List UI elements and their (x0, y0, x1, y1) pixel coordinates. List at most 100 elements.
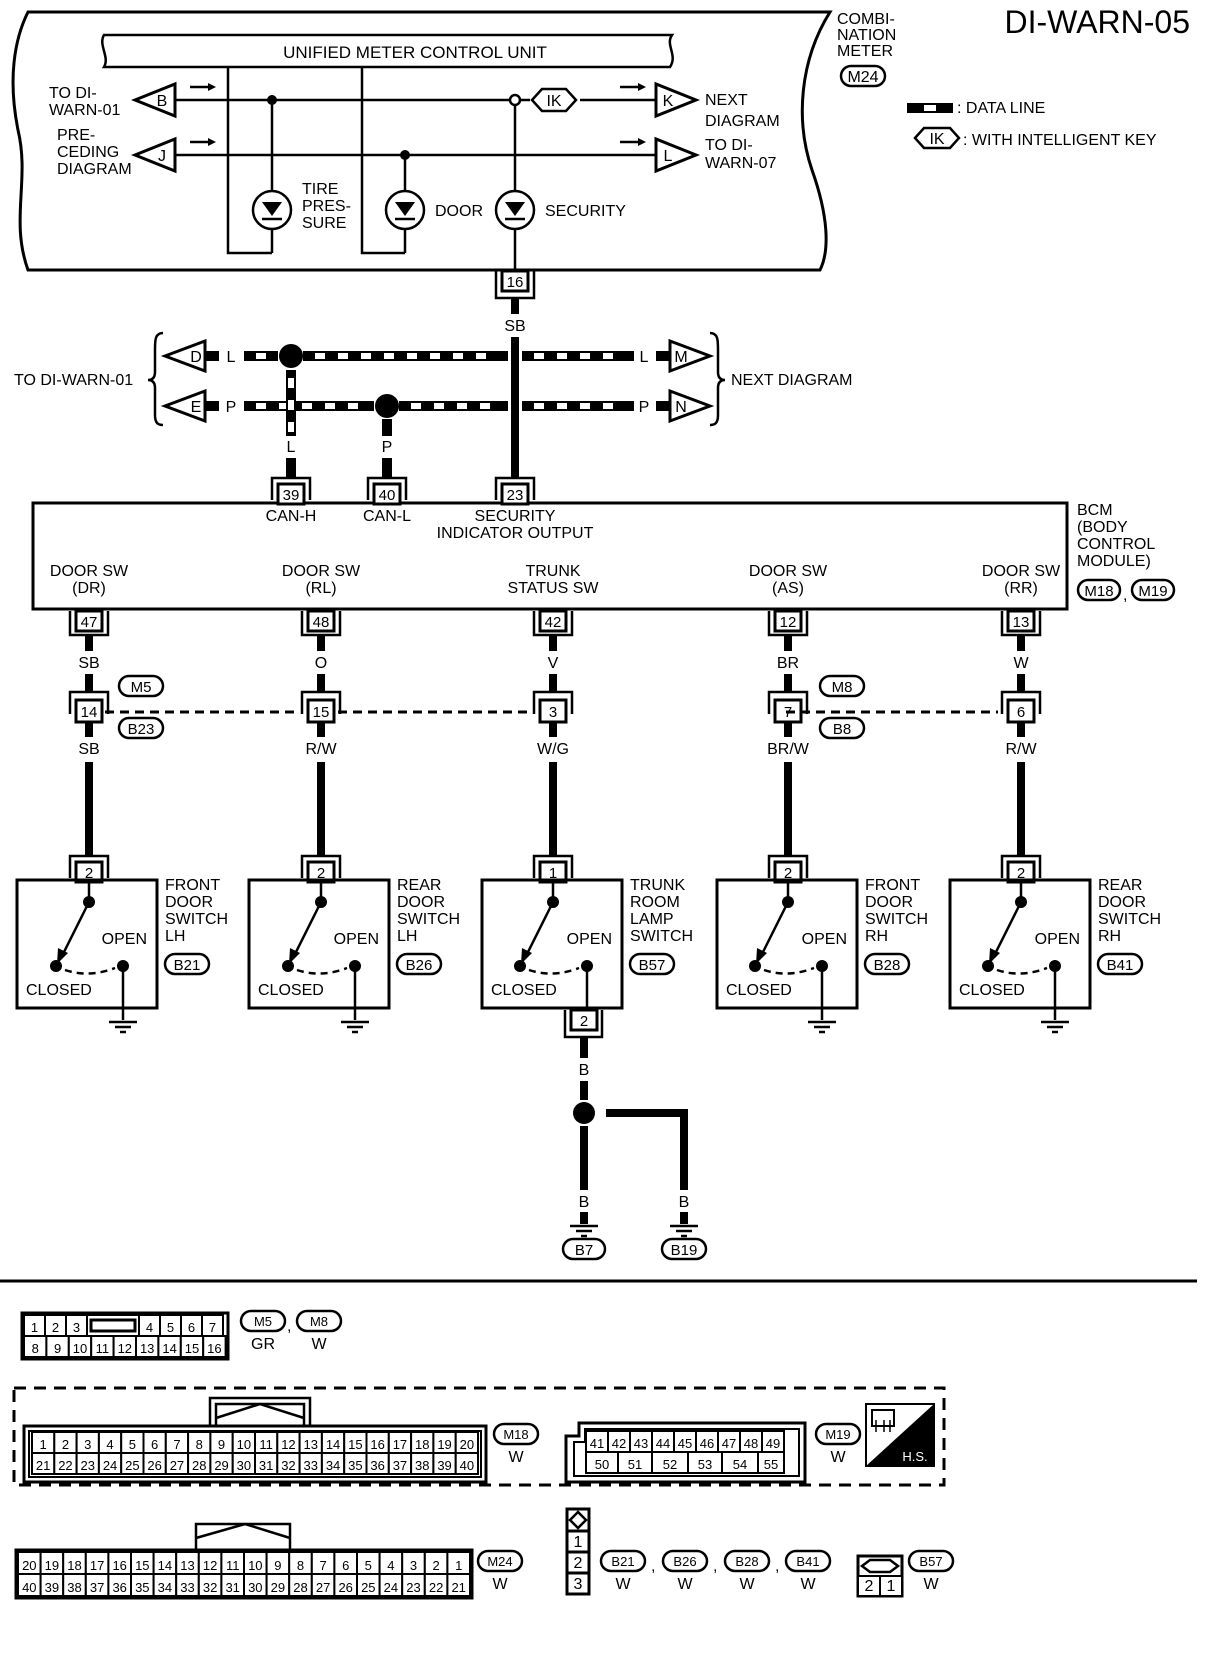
svg-text:K: K (663, 93, 674, 110)
page-title: DI-WARN-05 (1005, 4, 1190, 40)
trunk-ground-pin: 2 (580, 1013, 588, 1030)
svg-text:1: 1 (40, 1437, 47, 1452)
svg-text:B57: B57 (639, 957, 666, 974)
connector-pin-cell: 38 (62, 1573, 87, 1597)
svg-text:28: 28 (293, 1580, 307, 1595)
link-tag-d[interactable]: D (160, 338, 207, 374)
combination-meter: COMBI- NATION METER M24 UNIFIED METER CO… (11, 10, 896, 272)
svg-text:B28: B28 (874, 957, 901, 974)
svg-text:6: 6 (151, 1437, 158, 1452)
svg-text:23: 23 (507, 487, 524, 504)
svg-text:2: 2 (784, 865, 792, 882)
ground-icon (1041, 1020, 1069, 1034)
connector-pin-cell: 45 (673, 1430, 697, 1453)
wire-color: SB (78, 655, 99, 672)
connector-pin-cell: 38 (410, 1452, 435, 1475)
svg-text:10: 10 (73, 1341, 87, 1356)
bcm-pin-label: DOOR SW (282, 563, 361, 580)
connector-pin-cell: 1 (446, 1551, 471, 1575)
connector-pin-cell: 11 (90, 1335, 115, 1358)
svg-text:7: 7 (209, 1320, 216, 1335)
link-tag-b[interactable]: B (130, 81, 177, 119)
svg-text:M19: M19 (1138, 583, 1167, 600)
connector-color: W (830, 1449, 846, 1466)
svg-text:24: 24 (384, 1580, 398, 1595)
svg-text:49: 49 (766, 1436, 780, 1451)
switch-name: RH (865, 928, 888, 945)
legend: : DATA LINE IK : WITH INTELLIGENT KEY (907, 100, 1157, 150)
can-right-label: NEXT DIAGRAM (731, 372, 853, 389)
svg-text:48: 48 (744, 1436, 758, 1451)
bcm-pin-12: 12 (767, 609, 809, 637)
connector-pin-cell: 1 (31, 1431, 56, 1454)
connector-badge-b8: B8 (833, 721, 851, 738)
svg-text:B28: B28 (735, 1554, 758, 1569)
svg-text:15: 15 (348, 1437, 362, 1452)
switch-name: DOOR (865, 894, 913, 911)
link-l-text-2: WARN-07 (705, 155, 777, 172)
link-tag-l[interactable]: L (654, 136, 701, 174)
connector-pin-cell: 34 (320, 1452, 346, 1475)
svg-text:20: 20 (22, 1558, 36, 1573)
svg-text:37: 37 (90, 1580, 104, 1595)
svg-text:4: 4 (106, 1437, 113, 1452)
can-left-label: TO DI-WARN-01 (14, 372, 133, 389)
connector-pin-cell: 36 (107, 1573, 133, 1597)
svg-text:40: 40 (379, 487, 396, 504)
connector-pin-cell: 27 (164, 1452, 190, 1475)
wire-color-l-right: L (640, 349, 649, 366)
switch-pin: 2 (1000, 854, 1042, 884)
svg-text:B21: B21 (174, 957, 201, 974)
svg-text:2: 2 (1017, 865, 1025, 882)
wire-color-b-ground-1: B (579, 1194, 590, 1211)
link-tag-j[interactable]: J (130, 136, 177, 174)
svg-text:,: , (713, 1558, 717, 1575)
ground-badge-b7: B7 (575, 1242, 593, 1259)
bcm-pin-13: 13 (1000, 609, 1042, 637)
can-l-data-line (399, 401, 508, 411)
svg-text:14: 14 (326, 1437, 340, 1452)
link-tag-k[interactable]: K (654, 81, 701, 119)
svg-text:48: 48 (313, 614, 330, 631)
svg-text:B41: B41 (1107, 957, 1134, 974)
connector-pin-cell: 24 (378, 1573, 404, 1597)
connector-pin-cell: 3 (75, 1431, 100, 1454)
link-tag-n[interactable]: N (668, 388, 715, 424)
svg-text:M18: M18 (503, 1427, 528, 1442)
connector-pin-cell: 3 (65, 1314, 88, 1337)
inline-connector-pin-14: 14 (68, 690, 110, 724)
svg-text:2: 2 (62, 1437, 69, 1452)
switch-name: RH (1098, 928, 1121, 945)
connector-color: W (615, 1576, 631, 1593)
svg-text:37: 37 (393, 1458, 407, 1473)
switch-open-label: OPEN (567, 931, 612, 948)
link-tag-e[interactable]: E (160, 388, 207, 424)
svg-text:12: 12 (281, 1437, 295, 1452)
connector-pin-cell: 23 (75, 1452, 100, 1475)
can-h-data-line (522, 351, 634, 361)
combination-meter-label-3: METER (837, 43, 893, 60)
connector-pin-cell: 26 (333, 1573, 358, 1597)
svg-text:40: 40 (460, 1458, 474, 1473)
can-h-data-line (303, 351, 508, 361)
svg-text:6: 6 (1017, 704, 1025, 721)
connector-badge-m19: M19 (1130, 578, 1176, 602)
svg-text:15: 15 (135, 1558, 149, 1573)
link-tag-m[interactable]: M (668, 338, 715, 374)
connector-pin-cell: 3 (574, 1576, 583, 1593)
inline-connector-m5-b23: M5 B23 (105, 674, 532, 740)
svg-text:N: N (675, 399, 687, 416)
connector-pin-cell: 35 (343, 1452, 368, 1475)
wire-color-p: P (226, 399, 237, 416)
svg-text:M18: M18 (1084, 583, 1113, 600)
switch-name: SWITCH (865, 911, 928, 928)
svg-text:31: 31 (225, 1580, 239, 1595)
connector-pin-cell: 10 (231, 1431, 256, 1454)
svg-text:23: 23 (406, 1580, 420, 1595)
